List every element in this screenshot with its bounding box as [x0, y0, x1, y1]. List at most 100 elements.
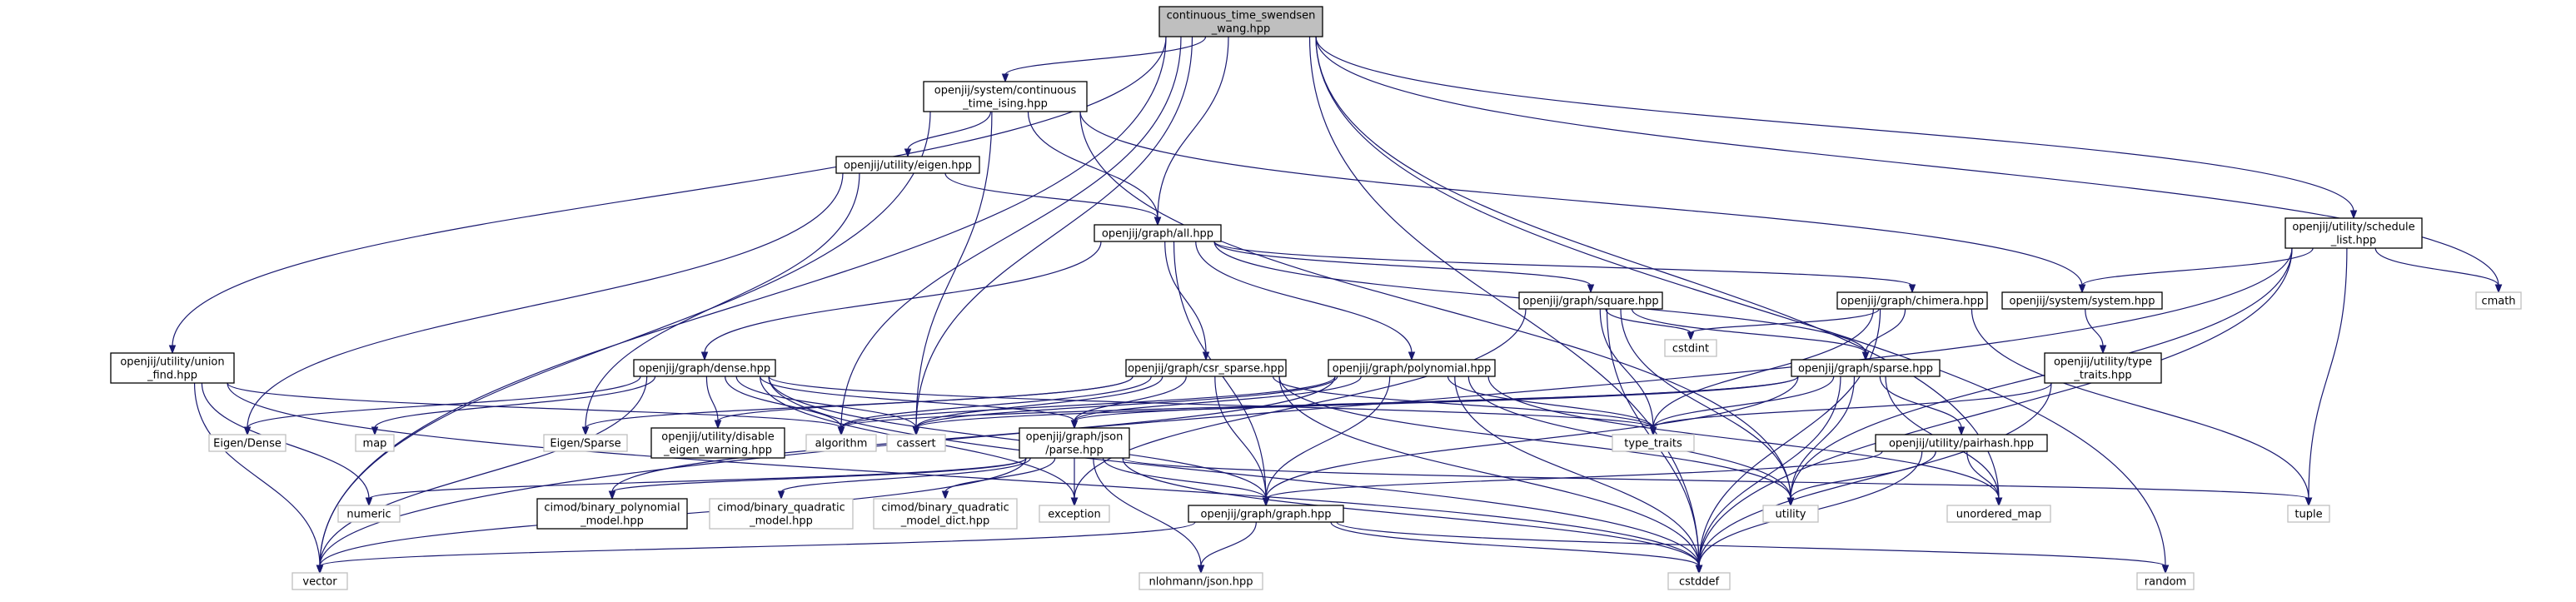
node-label: _eigen_warning.hpp: [663, 445, 772, 457]
node-label: cimod/binary_quadratic: [881, 502, 1009, 515]
node-cassert[interactable]: cassert: [886, 434, 946, 452]
node-all[interactable]: openjij/graph/all.hpp: [1094, 224, 1222, 242]
node-box: [110, 352, 235, 384]
node-box: [1762, 505, 1819, 523]
node-label: cstdint: [1672, 343, 1709, 356]
edge-cti-to-all: [1027, 111, 1162, 226]
node-map[interactable]: map: [355, 434, 395, 452]
node-random[interactable]: random: [2136, 572, 2195, 590]
node-label: _find.hpp: [147, 370, 197, 382]
node-square[interactable]: openjij/graph/square.hpp: [1518, 291, 1663, 310]
node-label: _time_ising.hpp: [962, 98, 1048, 111]
node-cmath[interactable]: cmath: [2475, 291, 2522, 310]
node-root[interactable]: continuous_time_swendsen_wang.hpp: [1158, 6, 1323, 37]
node-chimera[interactable]: openjij/graph/chimera.hpp: [1836, 291, 1988, 310]
node-label: random: [2145, 576, 2186, 589]
node-sparse[interactable]: openjij/graph/sparse.hpp: [1791, 359, 1941, 377]
edge-dense-to-map: [371, 376, 656, 436]
node-nlohmann[interactable]: nlohmann/json.hpp: [1139, 572, 1263, 590]
node-numeric[interactable]: numeric: [337, 505, 401, 523]
node-union[interactable]: openjij/utility/union_find.hpp: [110, 352, 235, 384]
node-box: [1946, 505, 2051, 523]
edge-root-to-cmath: [1315, 36, 2503, 294]
node-label: nlohmann/json.hpp: [1149, 576, 1253, 589]
node-label: _model_dict.hpp: [900, 515, 989, 528]
node-label: continuous_time_swendsen: [1167, 10, 1316, 22]
node-box: [1612, 434, 1695, 452]
edge-csr-to-cassert: [912, 376, 1163, 436]
node-label: numeric: [346, 509, 391, 521]
node-cstddef[interactable]: cstddef: [1667, 572, 1731, 590]
node-label: openjij/graph/polynomial.hpp: [1333, 363, 1492, 376]
edge-pairhash-to-unordered_map: [1966, 450, 2003, 507]
node-box: [1667, 572, 1731, 590]
node-label: unordered_map: [1956, 509, 2042, 521]
edge-root-to-vector: [316, 36, 1167, 575]
edge-system-to-typetraits_h: [2085, 308, 2107, 355]
node-disable[interactable]: openjij/utility/disable_eigen_warning.hp…: [650, 427, 785, 459]
node-csr[interactable]: openjij/graph/csr_sparse.hpp: [1125, 359, 1287, 377]
edge-square-to-cstdint: [1605, 308, 1695, 341]
node-system[interactable]: openjij/system/system.hpp: [2001, 291, 2163, 310]
edge-all-to-chimera: [1213, 241, 1916, 294]
node-utility[interactable]: utility: [1762, 505, 1819, 523]
node-label: _wang.hpp: [1211, 23, 1270, 36]
node-label: openjij/utility/union: [120, 356, 224, 369]
node-label: openjij/utility/eigen.hpp: [844, 160, 972, 172]
node-label: /parse.hpp: [1045, 445, 1104, 457]
node-label: openjij/graph/csr_sparse.hpp: [1128, 363, 1284, 376]
edge-sched-to-cmath: [2374, 247, 2503, 294]
node-eigen_h[interactable]: openjij/utility/eigen.hpp: [835, 156, 980, 174]
node-label: _traits.hpp: [2073, 370, 2131, 382]
node-label: openjij/graph/square.hpp: [1522, 296, 1658, 308]
edge-pairhash-to-utility: [1786, 450, 1936, 507]
edge-sparse-to-pairhash: [1879, 376, 1966, 436]
node-cimod_dict[interactable]: cimod/binary_quadratic_model_dict.hpp: [873, 498, 1018, 530]
edge-chimera-to-tuple: [1971, 308, 2313, 507]
edge-all-to-dense: [700, 241, 1102, 361]
node-cimod_quad[interactable]: cimod/binary_quadratic_model.hpp: [709, 498, 854, 530]
node-eigendense[interactable]: Eigen/Dense: [208, 434, 286, 452]
node-sched[interactable]: openjij/utility/schedule_list.hpp: [2285, 217, 2423, 249]
edge-json-to-nlohmann: [1093, 457, 1205, 575]
node-box: [1791, 359, 1941, 377]
node-pairhash[interactable]: openjij/utility/pairhash.hpp: [1875, 434, 2048, 452]
node-tuple[interactable]: tuple: [2287, 505, 2330, 523]
edge-json-to-tuple: [1122, 457, 2313, 507]
node-box: [2044, 352, 2162, 384]
edge-json-to-cimod_poly: [608, 457, 1027, 500]
edge-chimera-to-sparse: [1861, 308, 1906, 361]
node-graph[interactable]: openjij/graph/graph.hpp: [1188, 505, 1344, 523]
node-dense[interactable]: openjij/graph/dense.hpp: [633, 359, 776, 377]
node-label: algorithm: [815, 438, 868, 450]
node-cstdint[interactable]: cstdint: [1664, 339, 1717, 357]
edge-cti-to-eigen_h: [904, 111, 992, 158]
node-box: [709, 498, 854, 530]
node-label: openjij/utility/pairhash.hpp: [1889, 438, 2034, 450]
node-box: [2136, 572, 2195, 590]
node-label: type_traits: [1624, 438, 1682, 450]
node-label: openjij/graph/json: [1026, 431, 1124, 444]
node-box: [2285, 217, 2423, 249]
node-type_traits[interactable]: type_traits: [1612, 434, 1695, 452]
node-vector[interactable]: vector: [291, 572, 348, 590]
node-box: [536, 498, 688, 530]
edge-all-to-csr: [1164, 241, 1210, 361]
node-algorithm[interactable]: algorithm: [805, 434, 877, 452]
node-label: openjij/system/system.hpp: [2010, 296, 2155, 308]
node-label: openjij/utility/disable: [661, 431, 774, 444]
edge-graph-to-random: [1336, 521, 2170, 575]
node-box: [873, 498, 1018, 530]
node-cti[interactable]: openjij/system/continuous_time_ising.hpp: [923, 81, 1088, 112]
node-eigensparse[interactable]: Eigen/Sparse: [543, 434, 628, 452]
node-cimod_poly[interactable]: cimod/binary_polynomial_model.hpp: [536, 498, 688, 530]
node-label: Eigen/Sparse: [550, 438, 620, 450]
node-exception[interactable]: exception: [1039, 505, 1110, 523]
node-typetraits_h[interactable]: openjij/utility/type_traits.hpp: [2044, 352, 2162, 384]
edge-union-to-algorithm: [227, 382, 845, 436]
node-label: map: [363, 438, 387, 450]
node-json[interactable]: openjij/graph/json/parse.hpp: [1019, 427, 1130, 459]
node-poly[interactable]: openjij/graph/polynomial.hpp: [1328, 359, 1496, 377]
node-unordered_map[interactable]: unordered_map: [1946, 505, 2051, 523]
node-box: [633, 359, 776, 377]
